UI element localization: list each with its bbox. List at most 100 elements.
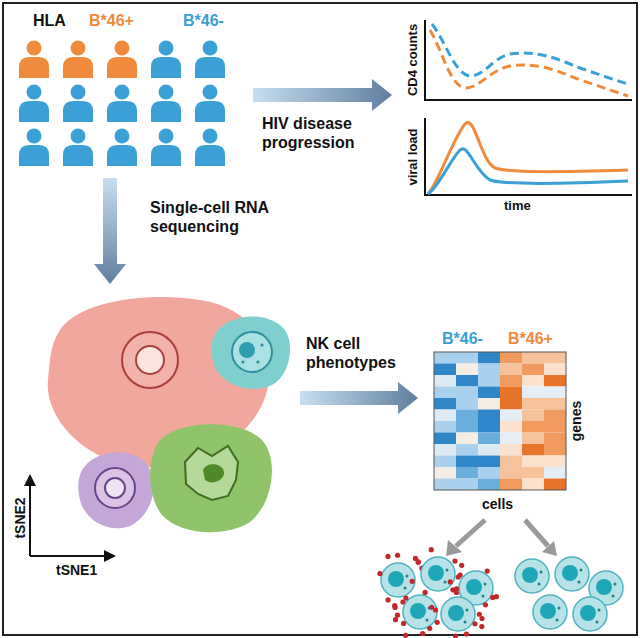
granule <box>446 569 449 572</box>
cytokine-dot <box>453 633 458 638</box>
cytokine-dot <box>377 571 382 576</box>
person-body <box>195 101 225 122</box>
heatmap-cell <box>544 456 566 468</box>
heatmap-cell <box>544 398 566 410</box>
nk-nucleus <box>388 571 404 587</box>
heatmap-cell <box>522 479 544 491</box>
person-head <box>27 129 42 144</box>
person-head <box>159 129 174 144</box>
cd4-chart <box>425 20 632 100</box>
panel-label: tSNE2 <box>12 497 28 538</box>
cytokine-dot <box>435 620 440 625</box>
granule <box>598 609 601 612</box>
granule <box>426 619 429 622</box>
viral-load-chart <box>425 118 632 195</box>
cytokine-dot <box>385 597 390 602</box>
nk-cell <box>441 597 475 631</box>
person-head <box>71 41 86 56</box>
granule <box>558 607 561 610</box>
arrow-shape <box>94 178 126 284</box>
nk-nucleus <box>596 579 612 595</box>
heatmap-cells <box>434 352 566 490</box>
heatmap-cell <box>544 444 566 456</box>
cytokine-dot <box>483 602 488 607</box>
resting-nk-cells <box>515 557 623 631</box>
tsne-axes <box>24 474 116 562</box>
heatmap-cell <box>456 352 478 364</box>
cytokine-dot <box>416 559 421 564</box>
person-head <box>203 41 218 56</box>
nk-nucleus <box>562 565 578 581</box>
person-body <box>19 145 49 166</box>
cytokine-dot <box>450 587 455 592</box>
cytokine-dot <box>479 616 484 621</box>
heatmap-cell <box>456 398 478 410</box>
nk-nucleus <box>466 579 482 595</box>
heatmap-cell <box>544 479 566 491</box>
heatmap-cell <box>544 364 566 376</box>
panel-label: viral load <box>405 128 420 185</box>
person-head <box>203 129 218 144</box>
cytokine-dot <box>479 624 484 629</box>
heatmap-cell <box>500 398 522 410</box>
heatmap-cell <box>434 410 456 422</box>
panel-label: genes <box>568 401 584 441</box>
heatmap-cell <box>478 467 500 479</box>
heatmap-cell <box>478 375 500 387</box>
cytokine-dot <box>494 594 499 599</box>
heatmap-cell <box>478 433 500 445</box>
heatmap-cell <box>456 387 478 399</box>
nk-cell <box>533 595 567 629</box>
arrow-label: Single-cell RNA sequencing <box>150 198 300 236</box>
granule <box>596 621 599 624</box>
nk-nucleus <box>428 565 444 581</box>
cytokine-dot <box>410 579 415 584</box>
diagram-panel: B*46-B*46+genescells <box>426 326 626 520</box>
heatmap-cell <box>456 421 478 433</box>
panel-label: B*46+ <box>89 12 134 30</box>
heatmap-cell <box>522 433 544 445</box>
heatmap-cell <box>456 433 478 445</box>
granule <box>464 621 467 624</box>
granule <box>406 575 409 578</box>
heatmap-cell <box>478 398 500 410</box>
granule <box>538 583 541 586</box>
heatmap-cell <box>434 387 456 399</box>
person-head <box>27 41 42 56</box>
nk-cell <box>403 595 437 629</box>
person-body <box>107 145 137 166</box>
panel-label: HLA <box>33 12 66 30</box>
heatmap-cell <box>522 421 544 433</box>
degranulating-nk-cells <box>377 547 499 638</box>
heatmap-cell <box>522 467 544 479</box>
cytokine-dot <box>401 621 406 626</box>
person-body <box>151 145 181 166</box>
heatmap-cell <box>456 410 478 422</box>
block-arrow <box>300 382 418 414</box>
cytokine-dot <box>395 553 400 558</box>
heatmap-cell <box>500 444 522 456</box>
nk-nucleus <box>540 603 556 619</box>
people-group <box>19 41 225 167</box>
granule <box>556 619 559 622</box>
heatmap-cell <box>434 444 456 456</box>
heatmap-cell <box>544 467 566 479</box>
heatmap-cell <box>522 410 544 422</box>
heatmap-cell <box>478 352 500 364</box>
cytokine-dot <box>393 617 398 622</box>
granule <box>444 581 447 584</box>
person-body <box>195 57 225 78</box>
heatmap-cell <box>544 410 566 422</box>
cytokine-dot <box>459 563 464 568</box>
cytokine-dot <box>464 631 469 636</box>
heatmap-cell <box>456 467 478 479</box>
person-head <box>115 129 130 144</box>
granule <box>612 595 615 598</box>
person-body <box>151 101 181 122</box>
heatmap-cell <box>544 421 566 433</box>
heatmap-cell <box>456 375 478 387</box>
heatmap-cell <box>434 352 456 364</box>
heatmap-cell <box>522 456 544 468</box>
person-body <box>195 145 225 166</box>
